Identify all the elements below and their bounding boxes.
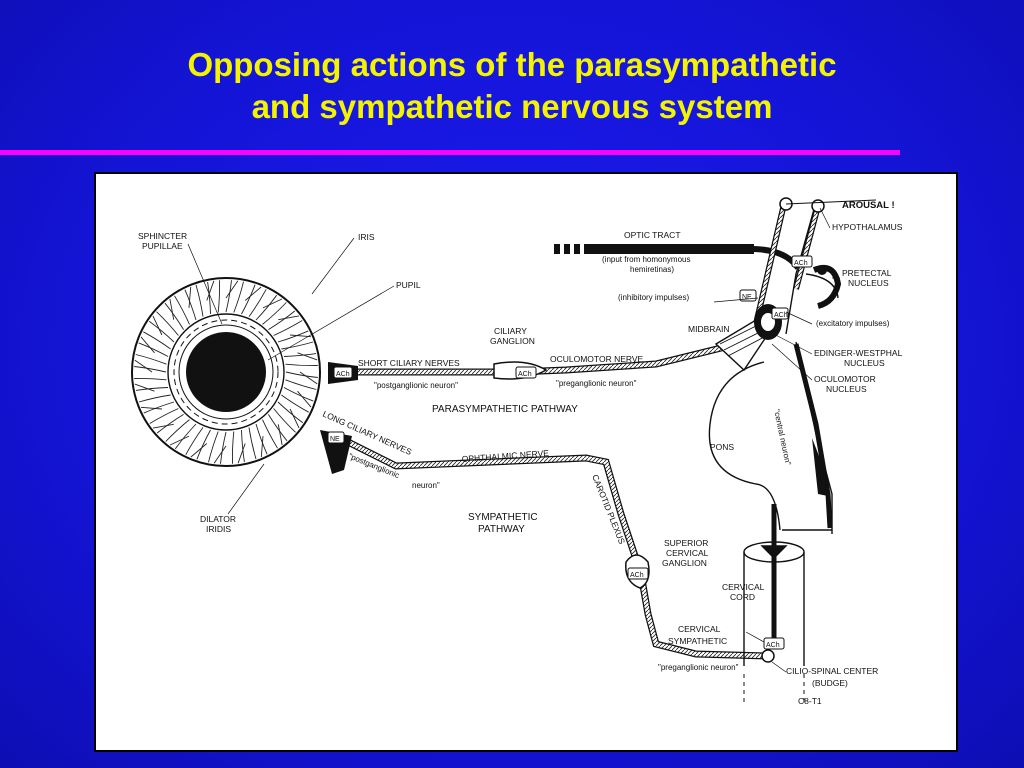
label-c8t1: C8-T1 — [798, 696, 822, 706]
slide-title-line-1: Opposing actions of the parasympathetic — [187, 46, 837, 83]
label-pons: PONS — [710, 442, 734, 452]
label-preganglionic: "preganglionic neuron" — [556, 379, 637, 388]
label-cervical-sympathetic-2: SYMPATHETIC — [668, 636, 727, 646]
cervical-cord-shape — [743, 504, 805, 666]
pupil-shape — [186, 332, 266, 412]
label-input-homonymous-1: (input from homonymous — [602, 255, 690, 264]
labels: SPHINCTER PUPILLAE IRIS PUPIL DILATOR IR… — [138, 200, 903, 706]
label-postganglionic-split-2: neuron" — [412, 481, 440, 490]
nt-ach-superior-cervical: ACh — [630, 572, 644, 579]
label-postganglionic: "postganglionic neuron" — [374, 381, 458, 390]
label-dilator-2: IRIDIS — [206, 524, 231, 534]
central-neuron-tract — [793, 343, 833, 529]
nt-ach-short-ciliary: ACh — [336, 371, 350, 378]
long-ciliary-fan — [320, 430, 352, 474]
ciliary-ganglion-node — [493, 361, 548, 380]
sympathetic-nerve — [334, 432, 767, 660]
label-oculomotor-nerve: OCULOMOTOR NERVE — [550, 354, 644, 364]
label-ciliary-ganglion-2: GANGLION — [490, 336, 535, 346]
ciliospinal-terminal — [761, 649, 775, 663]
label-sympathetic-pathway-2: PATHWAY — [478, 524, 525, 535]
label-central-neuron: "central neuron" — [772, 409, 793, 467]
label-superior-cervical-2: CERVICAL — [666, 548, 709, 558]
slide-title: Opposing actions of the parasympathetic … — [0, 44, 1024, 128]
pupil-pathway-figure: SPHINCTER PUPILLAE IRIS PUPIL DILATOR IR… — [94, 172, 958, 752]
label-arousal: AROUSAL ! — [842, 200, 895, 211]
label-superior-cervical-1: SUPERIOR — [664, 538, 708, 548]
title-underline — [0, 150, 900, 155]
short-ciliary-fan — [328, 362, 358, 384]
label-sphincter-2: PUPILLAE — [142, 241, 183, 251]
label-cervical-cord-1: CERVICAL — [722, 582, 765, 592]
nt-ach-hypothalamus: ACh — [794, 260, 808, 267]
nt-ach-ciliary-ganglion: ACh — [518, 371, 532, 378]
label-oculomotor-nucleus-1: OCULOMOTOR — [814, 374, 876, 384]
label-dilator-1: DILATOR — [200, 514, 236, 524]
label-edinger-2: NUCLEUS — [844, 358, 885, 368]
label-midbrain: MIDBRAIN — [688, 324, 730, 334]
label-short-ciliary: SHORT CILIARY NERVES — [358, 358, 460, 368]
pretectal-nucleus-shape — [812, 264, 842, 309]
label-sphincter-1: SPHINCTER — [138, 231, 187, 241]
label-ciliospinal: CILIO-SPINAL CENTER — [786, 666, 878, 676]
eye-iris — [131, 277, 321, 467]
edinger-westphal-nucleus-shape — [714, 304, 782, 372]
leader-lines — [187, 207, 840, 673]
label-inhibitory: (inhibitory impulses) — [618, 293, 689, 302]
label-ciliary-ganglion-1: CILIARY — [494, 326, 527, 336]
label-sympathetic-pathway-1: SYMPATHETIC — [468, 512, 538, 523]
nt-ach-edinger: ACh — [774, 312, 788, 319]
iris-fibers — [134, 280, 318, 464]
slide-title-line-2: and sympathetic nervous system — [251, 88, 773, 125]
label-hypothalamus: HYPOTHALAMUS — [832, 222, 903, 232]
label-oculomotor-nucleus-2: NUCLEUS — [826, 384, 867, 394]
label-excitatory: (excitatory impulses) — [816, 319, 890, 328]
label-pretectal-2: NUCLEUS — [848, 278, 889, 288]
label-budge: (BUDGE) — [812, 678, 848, 688]
label-edinger-1: EDINGER-WESTPHAL — [814, 348, 903, 358]
label-optic-tract: OPTIC TRACT — [624, 230, 681, 240]
label-cervical-sympathetic-1: CERVICAL — [678, 624, 721, 634]
pathway-diagram: SPHINCTER PUPILLAE IRIS PUPIL DILATOR IR… — [131, 197, 903, 706]
label-preganglionic-lower: "preganglionic neuron" — [658, 663, 739, 672]
neurotransmitter-boxes — [739, 255, 813, 320]
label-pretectal-1: PRETECTAL — [842, 268, 892, 278]
label-iris: IRIS — [358, 232, 375, 242]
label-superior-cervical-3: GANGLION — [662, 558, 707, 568]
label-parasympathetic-pathway: PARASYMPATHETIC PATHWAY — [432, 404, 578, 415]
label-input-homonymous-2: hemiretinas) — [630, 265, 674, 274]
nt-ne-long-ciliary: NE — [330, 436, 340, 443]
nt-ne-midbrain: NE — [742, 294, 752, 301]
nt-ach-ciliospinal: ACh — [766, 642, 780, 649]
superior-cervical-ganglion-node — [625, 554, 650, 589]
label-pupil: PUPIL — [396, 280, 421, 290]
label-cervical-cord-2: CORD — [730, 592, 755, 602]
